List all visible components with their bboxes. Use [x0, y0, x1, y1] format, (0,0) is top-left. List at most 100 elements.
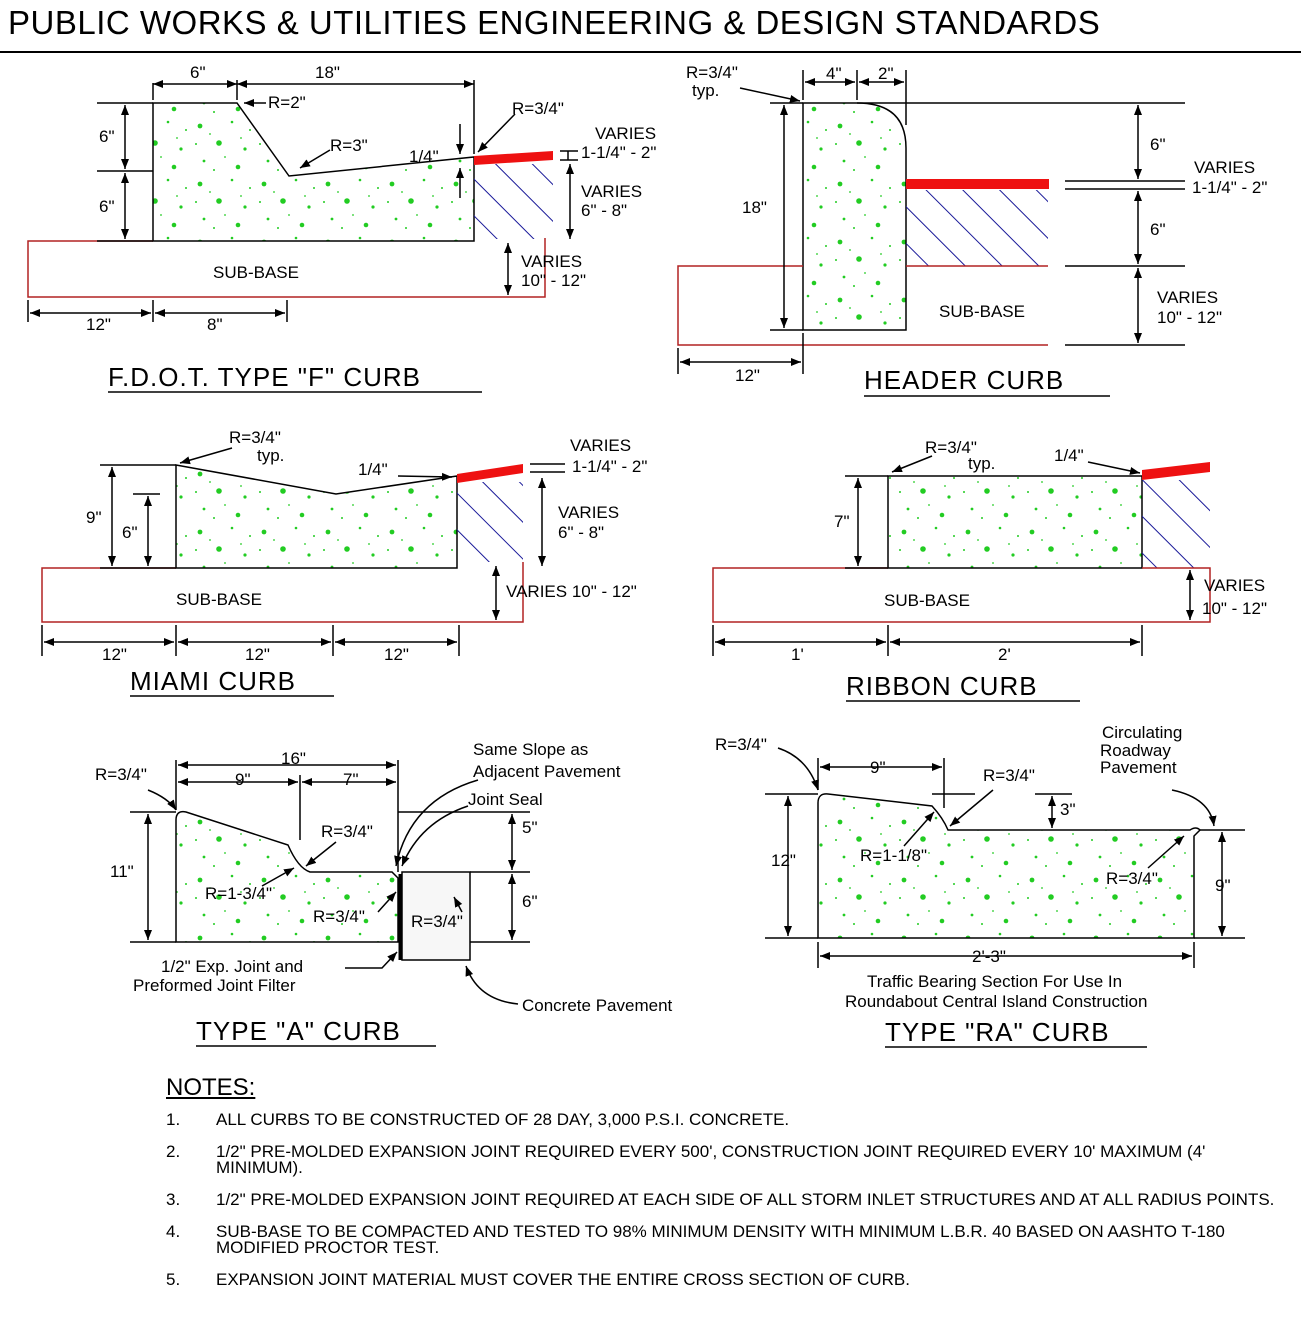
miami-curb-detail [41, 447, 565, 697]
miami-dim-6: 6" [122, 523, 138, 542]
notes-heading: NOTES: [166, 1074, 256, 1101]
miami-quarter: 1/4" [358, 460, 388, 479]
type-a-exp-2: Preformed Joint Filter [133, 976, 296, 995]
header-dim-6-mid: 6" [1150, 220, 1166, 239]
miami-hatch [457, 482, 523, 562]
ribbon-dim-1: 1' [791, 645, 804, 664]
sheet-title: PUBLIC WORKS & UTILITIES ENGINEERING & D… [8, 4, 1101, 41]
miami-caption: MIAMI CURB [130, 666, 296, 696]
type-a-exp-1: 1/2" Exp. Joint and [161, 957, 303, 976]
miami-varies-a-range: 1-1/4" - 2" [572, 457, 647, 476]
ribbon-subbase: SUB-BASE [884, 591, 970, 610]
fdot-dim-6-left-bot: 6" [99, 197, 115, 216]
type-ra-traffic-2: Roundabout Central Island Construction [845, 992, 1147, 1011]
fdot-r3: R=3" [330, 136, 368, 155]
type-a-r134: R=1-3/4" [205, 884, 272, 903]
miami-curb-body [175, 464, 458, 569]
header-dim-6-top: 6" [1150, 135, 1166, 154]
type-a-r34-c: R=3/4" [313, 907, 365, 926]
title-rule [0, 51, 1301, 53]
header-hatch [906, 190, 1048, 266]
fdot-dim-6-left-top: 6" [99, 127, 115, 146]
ribbon-caption: RIBBON CURB [846, 671, 1038, 701]
type-ra-dim-9-right: 9" [1215, 876, 1231, 895]
fdot-dim-12: 12" [86, 315, 111, 334]
miami-dim-12-c: 12" [384, 645, 409, 664]
fdot-subbase: SUB-BASE [213, 263, 299, 282]
fdot-varies-c-range: 10" - 12" [521, 271, 586, 290]
header-labels: R=3/4" typ. 4" 2" 18" 6" VARIES 1-1/4" -… [686, 63, 1267, 395]
header-curb-body [802, 102, 907, 331]
header-typ: typ. [692, 81, 719, 100]
type-a-r34-b: R=3/4" [321, 822, 373, 841]
fdot-r2: R=2" [268, 93, 306, 112]
header-dim-18: 18" [742, 198, 767, 217]
header-varies-a-range: 1-1/4" - 2" [1192, 178, 1267, 197]
note-text: 1/2" PRE-MOLDED EXPANSION JOINT REQUIRED… [216, 1190, 1275, 1209]
type-a-dim-11: 11" [110, 862, 134, 881]
ribbon-hatch [1142, 480, 1210, 568]
type-ra-curb-detail [765, 747, 1245, 1048]
miami-varies-b: VARIES [558, 503, 619, 522]
fdot-varies-b-range: 6" - 8" [581, 201, 627, 220]
note-number: 1. [166, 1110, 181, 1129]
fdot-curb-detail [27, 80, 578, 393]
type-a-caption: TYPE "A" CURB [196, 1016, 401, 1046]
header-curb-detail [677, 70, 1185, 397]
miami-varies-a: VARIES [570, 436, 631, 455]
type-ra-dim-9: 9" [870, 758, 886, 777]
ribbon-dim-7: 7" [834, 512, 850, 531]
fdot-labels: 6" 18" R=2" R=3/4" R=3" 1/4" VARIES 1-1/… [86, 63, 656, 392]
fdot-varies-c: VARIES [521, 252, 582, 271]
fdot-hatch [474, 164, 553, 239]
type-ra-dim-12: 12" [771, 851, 796, 870]
fdot-r34: R=3/4" [512, 99, 564, 118]
type-a-dim-16: 16" [281, 749, 306, 768]
type-a-dim-6: 6" [522, 892, 538, 911]
type-ra-circ-2: Roadway [1100, 741, 1171, 760]
header-caption: HEADER CURB [864, 365, 1064, 395]
header-varies-a: VARIES [1194, 158, 1255, 177]
type-a-slope-1: Same Slope as [473, 740, 588, 759]
ribbon-typ: typ. [968, 454, 995, 473]
type-a-slope-2: Adjacent Pavement [473, 762, 621, 781]
miami-subbase [41, 562, 524, 623]
type-ra-r34-c: R=3/4" [1106, 869, 1158, 888]
note-item: 4. SUB-BASE TO BE COMPACTED AND TESTED T… [166, 1222, 1286, 1257]
fdot-varies-a-range: 1-1/4" - 2" [581, 143, 656, 162]
header-r34: R=3/4" [686, 63, 738, 82]
header-dim-2: 2" [878, 64, 894, 83]
header-subbase [677, 265, 1048, 346]
type-ra-curb-body [817, 793, 1202, 939]
curb-details-drawing: 6" 18" R=2" R=3/4" R=3" 1/4" VARIES 1-1/… [27, 63, 1267, 1048]
fdot-quarter: 1/4" [409, 147, 439, 166]
fdot-subbase [27, 238, 546, 298]
fdot-asphalt [474, 151, 553, 165]
miami-varies-c: VARIES 10" - 12" [506, 582, 637, 601]
type-ra-dim-23: 2'-3" [972, 947, 1006, 966]
type-a-curb-body [175, 810, 399, 943]
ribbon-curb-body [887, 475, 1143, 569]
ribbon-varies-range: 10" - 12" [1202, 599, 1267, 618]
fdot-dim-6: 6" [190, 63, 206, 82]
type-a-curb-detail [130, 760, 530, 1047]
type-ra-r118: R=1-1/8" [860, 846, 927, 865]
header-dim-12: 12" [735, 366, 760, 385]
miami-typ: typ. [257, 446, 284, 465]
note-item: 5. EXPANSION JOINT MATERIAL MUST COVER T… [166, 1271, 1286, 1288]
type-ra-r34-a: R=3/4" [715, 735, 767, 754]
type-ra-dim-3: 3" [1060, 800, 1076, 819]
type-a-dim-5: 5" [522, 818, 538, 837]
miami-r34: R=3/4" [229, 428, 281, 447]
type-ra-traffic-1: Traffic Bearing Section For Use In [867, 972, 1122, 991]
ribbon-curb-detail [712, 455, 1211, 702]
note-text: SUB-BASE TO BE COMPACTED AND TESTED TO 9… [216, 1222, 1225, 1257]
ribbon-quarter: 1/4" [1054, 446, 1084, 465]
ribbon-labels: R=3/4" typ. 1/4" 7" SUB-BASE VARIES 10" … [791, 438, 1267, 701]
note-number: 3. [166, 1190, 181, 1209]
type-a-pavement-label: Concrete Pavement [522, 996, 673, 1015]
miami-varies-b-range: 6" - 8" [558, 523, 604, 542]
type-ra-caption: TYPE "RA" CURB [885, 1017, 1110, 1047]
note-item: 1. ALL CURBS TO BE CONSTRUCTED OF 28 DAY… [166, 1110, 1286, 1129]
note-text: 1/2" PRE-MOLDED EXPANSION JOINT REQUIRED… [216, 1142, 1206, 1177]
